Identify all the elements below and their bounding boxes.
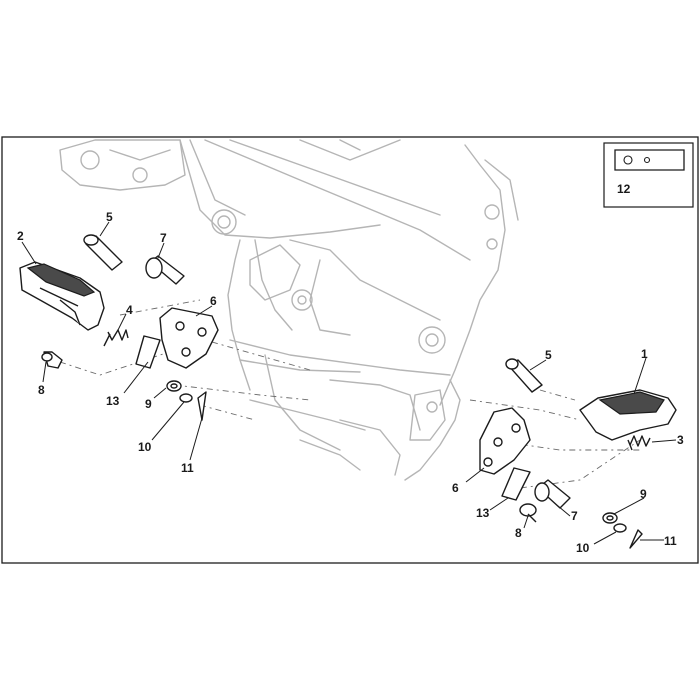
left-pin-5 [83,234,123,271]
right-split-pin-11 [629,529,643,549]
right-bolt-7 [534,479,571,509]
callout-6-left: 6 [210,294,217,308]
right-washer-10 [613,523,627,533]
left-bolt-8 [41,351,63,369]
right-plate-13 [501,467,531,501]
callout-4: 4 [126,303,133,317]
callout-2: 2 [17,229,24,243]
callout-9-right: 9 [640,487,647,501]
inset-box: 12 [603,142,694,208]
right-bracket-6 [479,407,531,475]
assembly-lines [59,299,641,491]
callout-10-right: 10 [576,541,590,555]
left-washer-9 [166,380,182,392]
callout-13-left: 13 [106,394,120,408]
callout-labels: 1 2 3 4 5 5 6 6 7 7 8 8 9 9 10 10 11 11 … [17,210,684,555]
callout-5-right: 5 [545,348,552,362]
left-washer-10 [179,393,193,403]
right-footpeg-1 [579,389,677,441]
left-spring-4 [103,329,129,347]
callout-5-left: 5 [106,210,113,224]
left-split-pin-11 [197,391,207,421]
callout-13-right: 13 [476,506,490,520]
inset-hole-large [623,155,633,165]
callout-7-right: 7 [571,509,578,523]
motorcycle-frame [59,139,519,481]
left-bracket-6 [159,307,219,369]
callout-7-left: 7 [160,231,167,245]
diagram-border [1,136,699,564]
callout-6-right: 6 [452,481,459,495]
right-spring-3 [627,435,651,451]
left-footpeg-2 [19,261,105,331]
left-plate-13 [135,335,161,369]
inset-label: 12 [617,182,631,196]
callout-3: 3 [677,433,684,447]
right-pin-5 [505,358,543,393]
callout-10-left: 10 [138,440,152,454]
callout-11-left: 11 [181,461,194,475]
left-bolt-7 [145,255,185,285]
callout-1: 1 [641,347,648,361]
inset-hole-small [643,156,651,164]
callout-11-right: 11 [664,534,677,548]
callout-9-left: 9 [145,397,152,411]
right-bolt-8 [519,503,537,523]
callout-8-left: 8 [38,383,45,397]
right-washer-9 [602,512,618,524]
leader-lines [21,221,677,545]
callout-8-right: 8 [515,526,522,540]
